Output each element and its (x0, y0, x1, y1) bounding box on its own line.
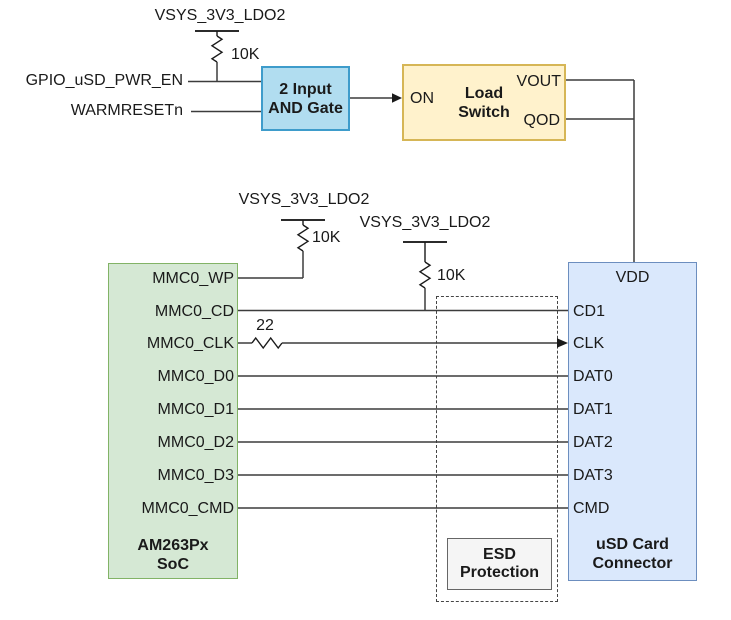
soc-block: MMC0_WP MMC0_CD MMC0_CLK MMC0_D0 MMC0_D1… (108, 263, 238, 579)
soc-pin-mmc0-d2: MMC0_D2 (157, 434, 234, 451)
soc-pin-mmc0-cmd: MMC0_CMD (141, 500, 234, 517)
resistor-2-value: 10K (312, 229, 341, 246)
connector-pin-dat0: DAT0 (573, 368, 613, 385)
connector-pin-clk: CLK (573, 335, 605, 352)
soc-pin-mmc0-clk: MMC0_CLK (146, 335, 234, 352)
and-gate-label-line2: AND Gate (268, 99, 343, 117)
load-switch-title-line1: Load (464, 84, 504, 102)
esd-protection-block: ESD Protection (447, 538, 552, 590)
load-switch-block: ON Load Switch VOUT QOD (402, 64, 566, 141)
connector-pin-vdd: VDD (615, 269, 650, 286)
connector-pin-cd1: CD1 (573, 303, 606, 320)
pullup-resistor-1 (210, 35, 224, 63)
soc-title-line2: SoC (157, 556, 189, 573)
load-switch-pin-on: ON (410, 90, 434, 107)
soc-title-line1: AM263Px (137, 537, 209, 554)
and-gate-block: 2 Input AND Gate (261, 66, 350, 131)
arrowhead-loadswitch-on (392, 93, 402, 103)
connector-title-line2: Connector (592, 555, 673, 572)
esd-dashed-region (436, 296, 558, 602)
soc-pin-mmc0-d0: MMC0_D0 (157, 368, 234, 385)
resistor-1-value: 10K (231, 46, 260, 63)
power-rail-1-label: VSYS_3V3_LDO2 (154, 7, 286, 24)
net-label-gpio-enable: GPIO_uSD_PWR_EN (25, 72, 183, 89)
esd-title-line1: ESD (483, 546, 516, 563)
pullup-resistor-3 (418, 261, 432, 289)
soc-pin-mmc0-cd: MMC0_CD (154, 303, 234, 320)
soc-pin-mmc0-d1: MMC0_D1 (157, 401, 234, 418)
series-resistor-clk (251, 336, 283, 350)
arrowhead-clk (557, 338, 568, 348)
and-gate-label-line1: 2 Input (279, 80, 332, 98)
load-switch-title-line2: Switch (458, 103, 510, 121)
pullup-resistor-2 (296, 224, 310, 252)
soc-pin-mmc0-wp: MMC0_WP (152, 270, 234, 287)
connector-pin-cmd: CMD (573, 500, 610, 517)
load-switch-title: Load Switch (404, 66, 564, 139)
load-switch-pin-qod: QOD (523, 112, 560, 129)
resistor-3-value: 10K (437, 267, 466, 284)
net-label-warm-reset: WARMRESETn (70, 102, 183, 119)
esd-title-line2: Protection (459, 564, 540, 581)
connector-pin-dat2: DAT2 (573, 434, 613, 451)
connector-pin-dat1: DAT1 (573, 401, 613, 418)
connector-title-line1: uSD Card (596, 536, 669, 553)
soc-pin-mmc0-d3: MMC0_D3 (157, 467, 234, 484)
connector-title: uSD Card Connector (569, 535, 696, 573)
power-rail-3-label: VSYS_3V3_LDO2 (359, 214, 491, 231)
usd-connector-block: VDD CD1 CLK DAT0 DAT1 DAT2 DAT3 CMD uSD … (568, 262, 697, 581)
load-switch-pin-vout: VOUT (516, 73, 561, 90)
power-rail-2-label: VSYS_3V3_LDO2 (238, 191, 370, 208)
series-resistor-value: 22 (256, 317, 274, 334)
connector-pin-dat3: DAT3 (573, 467, 613, 484)
soc-title: AM263Px SoC (109, 536, 237, 574)
